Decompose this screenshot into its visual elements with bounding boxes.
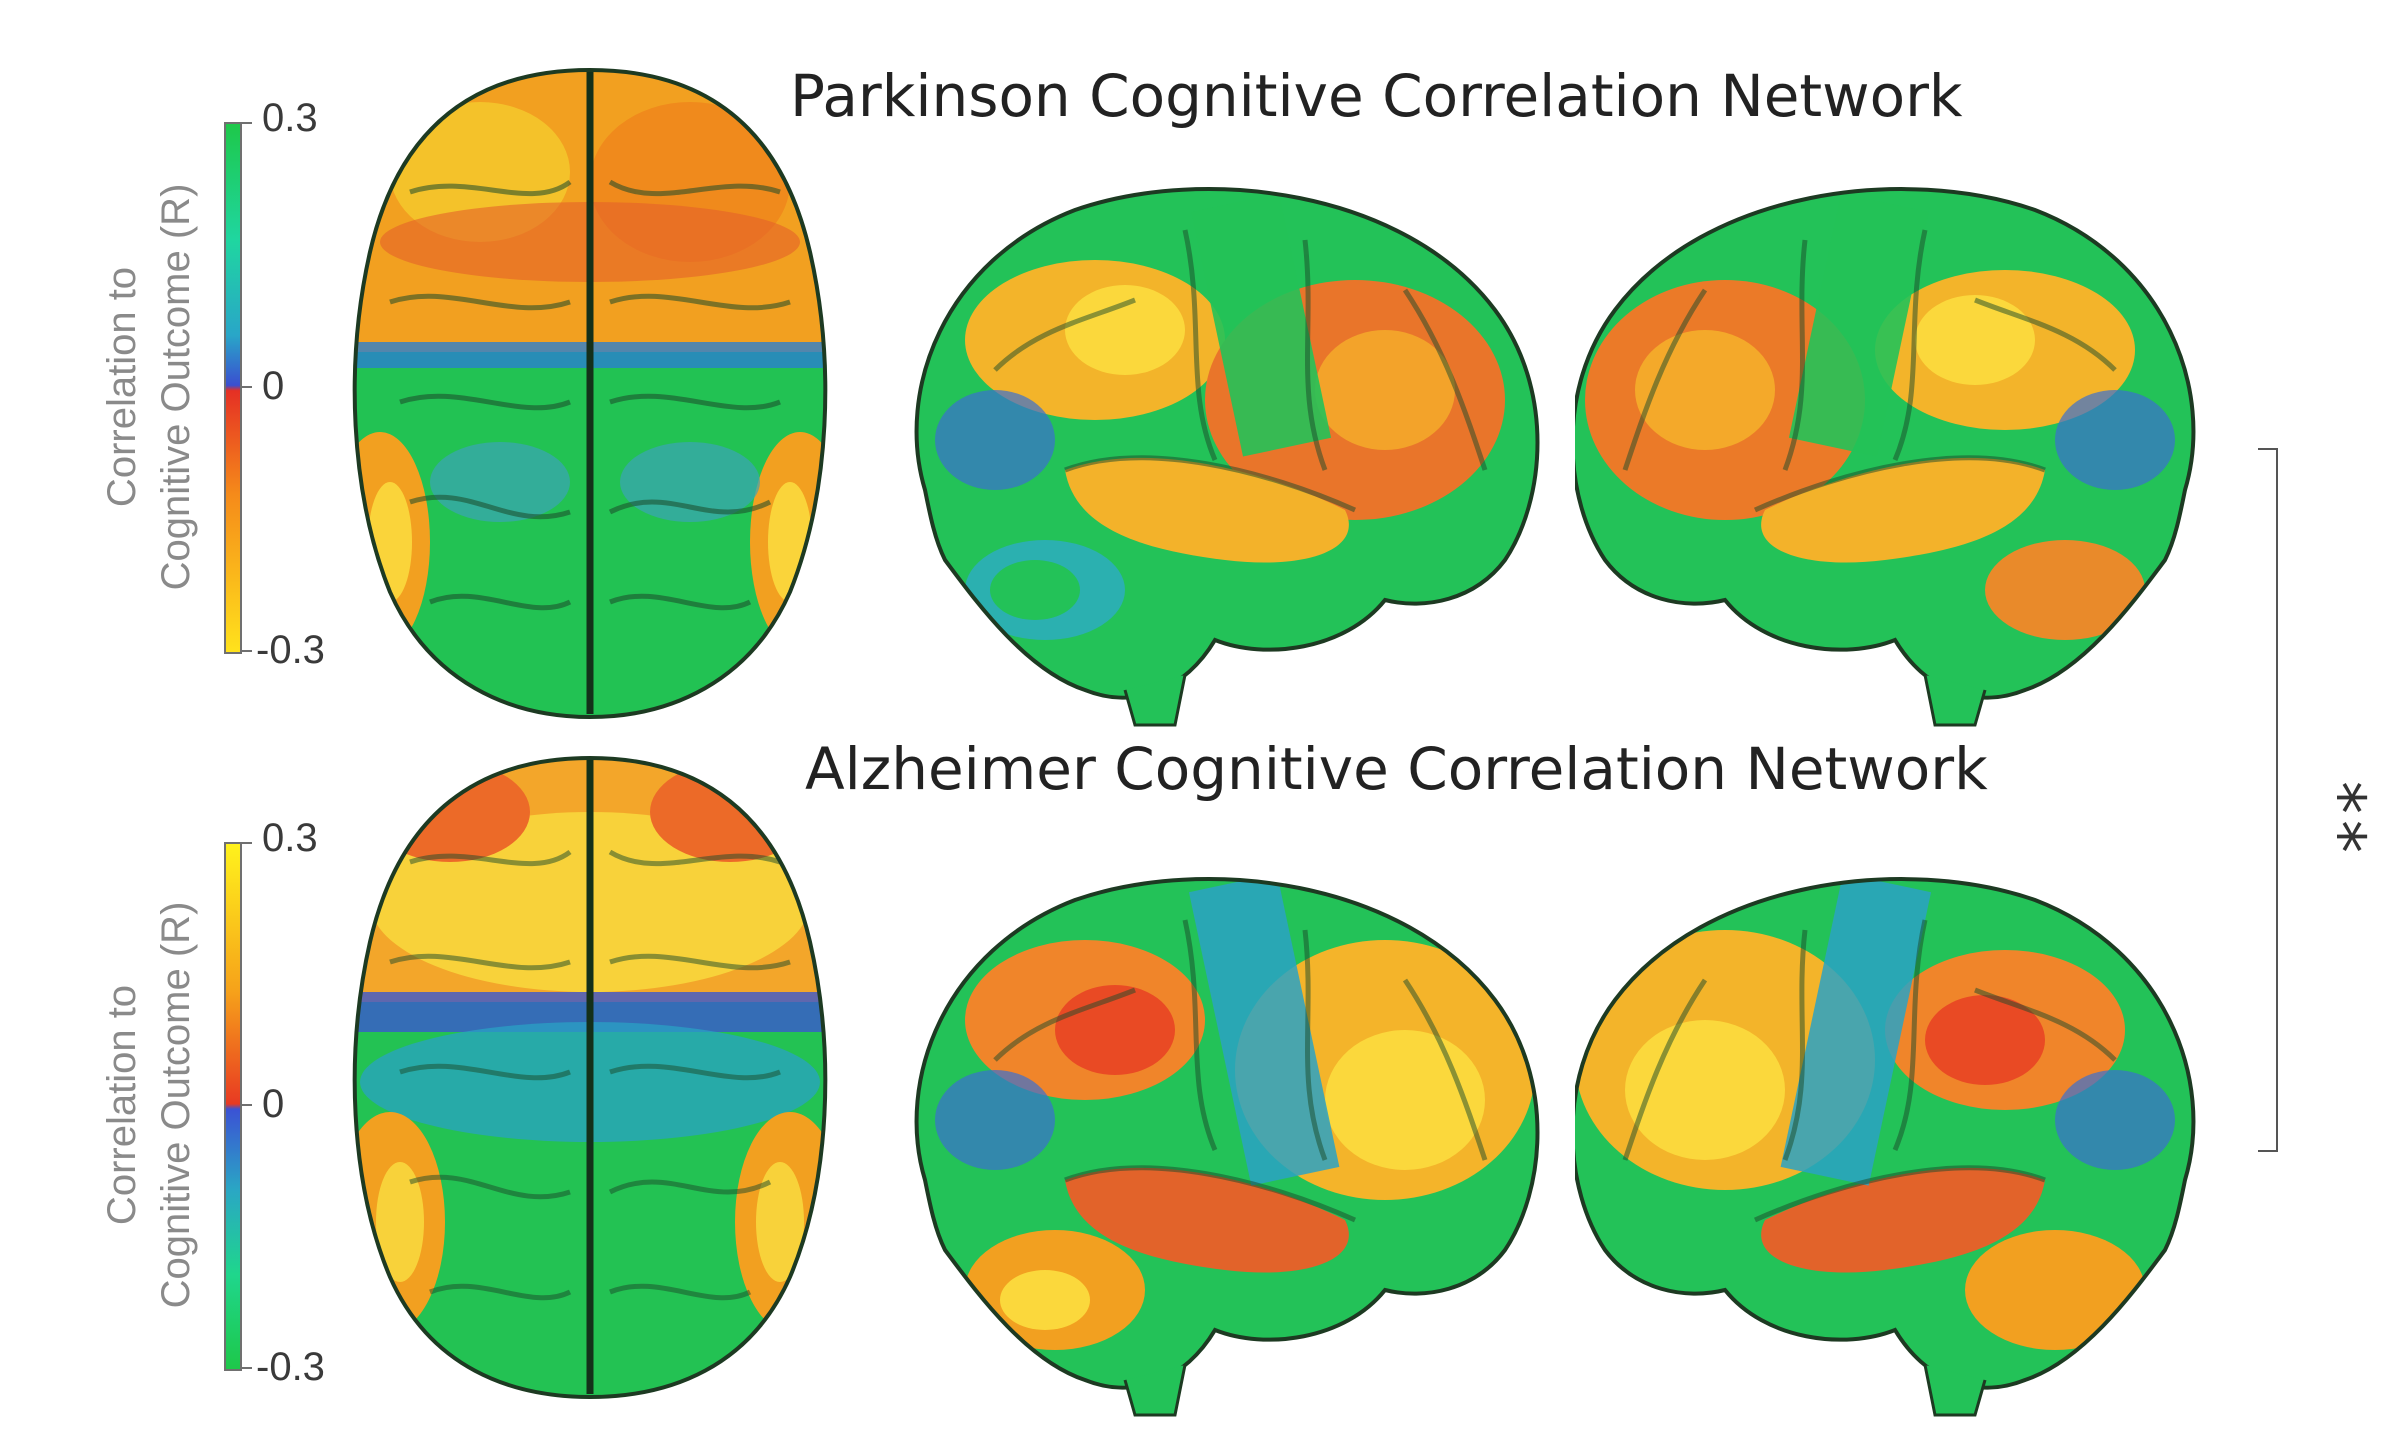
alzheimer-colorbar-tick-max <box>240 842 252 844</box>
parkinson-colorbar-label-line2: Cognitive Outcome (R) <box>154 183 198 591</box>
alzheimer-colorbar-mid-label: 0 <box>262 1082 285 1126</box>
parkinson-colorbar-tick-min <box>240 650 252 652</box>
alzheimer-colorbar-label: Correlation to Cognitive Outcome (R) <box>95 845 215 1365</box>
alzheimer-colorbar-label-line1: Correlation to <box>100 984 144 1226</box>
significance-bracket <box>2258 448 2278 1152</box>
alzheimer-colorbar <box>224 842 242 1371</box>
parkinson-brain-left-lateral-view <box>885 170 1555 730</box>
alzheimer-colorbar-tick-min <box>240 1367 252 1369</box>
alzheimer-colorbar-tick-mid <box>240 1104 252 1106</box>
parkinson-colorbar-label-line1: Correlation to <box>100 266 144 508</box>
parkinson-colorbar-tick-max <box>240 122 252 124</box>
parkinson-colorbar <box>224 122 242 654</box>
parkinson-brain-superior-view <box>330 62 850 722</box>
alzheimer-colorbar-min-label: -0.3 <box>256 1345 325 1389</box>
alzheimer-brain-left-lateral-view <box>885 860 1555 1420</box>
alzheimer-colorbar-label-line2: Cognitive Outcome (R) <box>154 901 198 1309</box>
alzheimer-brain-superior-view <box>330 752 850 1402</box>
parkinson-colorbar-tick-mid <box>240 386 252 388</box>
alzheimer-brain-right-lateral-view <box>1575 860 2225 1420</box>
significance-marker: ** <box>2302 781 2379 859</box>
alzheimer-panel-title: Alzheimer Cognitive Correlation Network <box>805 735 1988 803</box>
parkinson-colorbar-max-label: 0.3 <box>262 96 318 140</box>
parkinson-brain-right-lateral-view <box>1575 170 2225 730</box>
parkinson-colorbar-label: Correlation to Cognitive Outcome (R) <box>95 127 215 647</box>
parkinson-panel-title: Parkinson Cognitive Correlation Network <box>790 62 1963 130</box>
parkinson-colorbar-min-label: -0.3 <box>256 628 325 672</box>
alzheimer-colorbar-max-label: 0.3 <box>262 816 318 860</box>
parkinson-colorbar-mid-label: 0 <box>262 364 285 408</box>
